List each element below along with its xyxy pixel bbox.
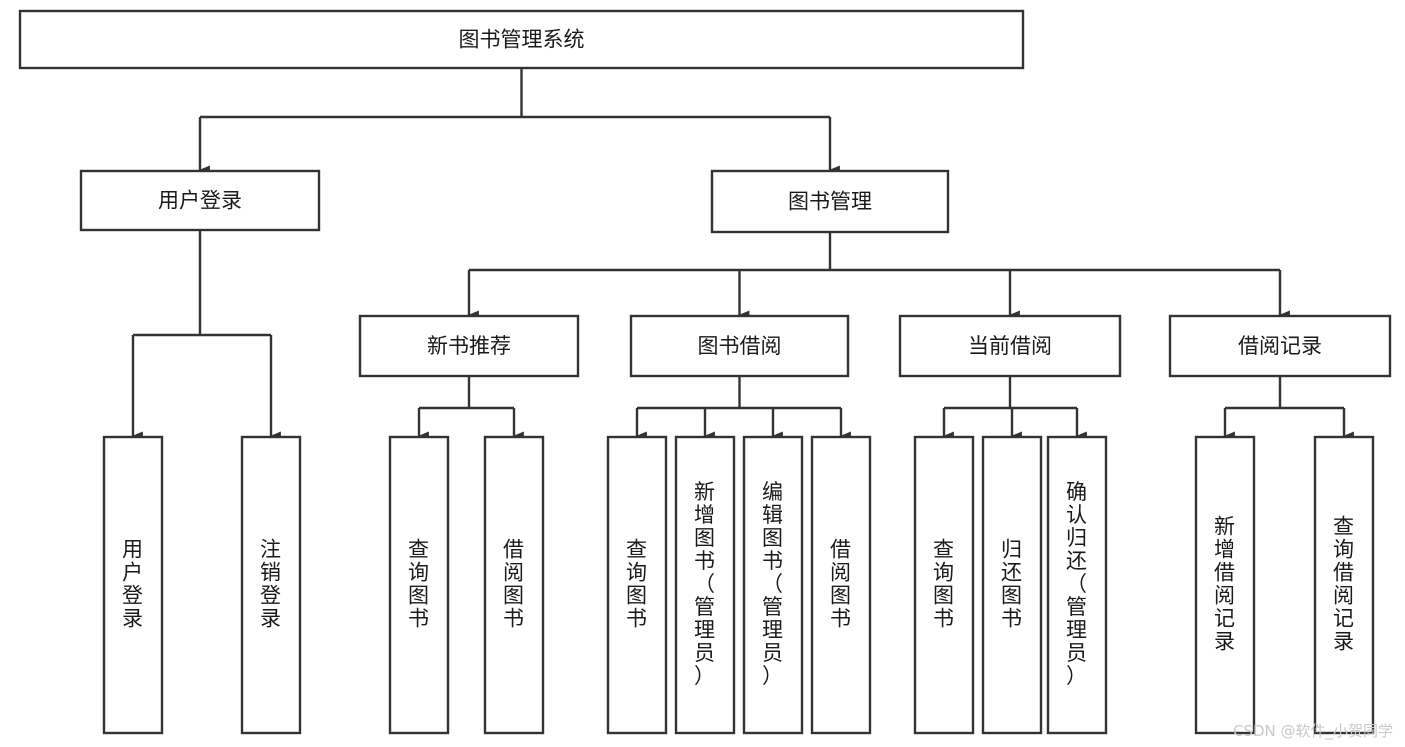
leaf-node-2-label: 查询图书	[408, 538, 430, 631]
leaf-node-3[interactable]: 借阅图书	[483, 435, 545, 735]
root-node-0-label: 图书管理系统	[459, 28, 585, 52]
leaf-node-8-box	[913, 435, 975, 735]
level3-node-2-label: 当前借阅	[968, 334, 1052, 358]
leaf-node-5-label: 新增图书（管理员）	[694, 480, 716, 688]
level2-node-0[interactable]: 用户登录	[79, 169, 321, 232]
leaf-node-12-label: 查询借阅记录	[1333, 515, 1355, 654]
level3-node-2[interactable]: 当前借阅	[898, 314, 1122, 378]
leaf-node-0[interactable]: 用户登录	[102, 435, 164, 735]
connector-layer	[131, 68, 1354, 441]
leaf-node-7[interactable]: 借阅图书	[810, 435, 872, 735]
level3-node-1-label: 图书借阅	[698, 334, 782, 358]
leaf-node-12-box	[1313, 435, 1375, 735]
leaf-node-1-label: 注销登录	[260, 538, 282, 631]
level3-node-3-label: 借阅记录	[1238, 334, 1322, 358]
leaf-node-10-label: 确认归还（管理员）	[1066, 480, 1088, 688]
leaf-node-10[interactable]: 确认归还（管理员）	[1046, 435, 1108, 735]
level3-node-0[interactable]: 新书推荐	[358, 314, 580, 378]
node-layer: 图书管理系统用户登录图书管理新书推荐图书借阅当前借阅借阅记录用户登录注销登录查询…	[18, 9, 1392, 735]
leaf-node-11[interactable]: 新增借阅记录	[1194, 435, 1256, 735]
level2-node-1[interactable]: 图书管理	[710, 169, 950, 234]
leaf-node-1[interactable]: 注销登录	[240, 435, 302, 735]
leaf-node-11-box	[1194, 435, 1256, 735]
leaf-node-2[interactable]: 查询图书	[388, 435, 450, 735]
leaf-node-9-label: 归还图书	[1001, 538, 1023, 631]
leaf-node-3-box	[483, 435, 545, 735]
leaf-node-9[interactable]: 归还图书	[981, 435, 1043, 735]
level2-node-0-box	[79, 169, 321, 232]
level3-node-0-box	[358, 314, 580, 378]
leaf-node-5-box	[674, 435, 736, 735]
leaf-node-8-label: 查询图书	[933, 538, 955, 631]
leaf-node-7-box	[810, 435, 872, 735]
leaf-node-4[interactable]: 查询图书	[606, 435, 668, 735]
leaf-node-0-box	[102, 435, 164, 735]
leaf-node-9-box	[981, 435, 1043, 735]
leaf-node-7-label: 借阅图书	[830, 538, 852, 631]
level3-node-1-box	[629, 314, 850, 378]
leaf-node-2-box	[388, 435, 450, 735]
level3-node-2-box	[898, 314, 1122, 378]
level3-node-0-label: 新书推荐	[427, 334, 511, 358]
leaf-node-4-box	[606, 435, 668, 735]
leaf-node-0-label: 用户登录	[122, 538, 144, 631]
leaf-node-3-label: 借阅图书	[503, 538, 525, 631]
leaf-node-1-box	[240, 435, 302, 735]
leaf-node-5[interactable]: 新增图书（管理员）	[674, 435, 736, 735]
leaf-node-10-box	[1046, 435, 1108, 735]
root-node-0[interactable]: 图书管理系统	[18, 9, 1025, 70]
leaf-node-6-box	[742, 435, 804, 735]
level3-node-3-box	[1168, 314, 1392, 378]
leaf-node-11-label: 新增借阅记录	[1214, 515, 1236, 654]
level3-node-3[interactable]: 借阅记录	[1168, 314, 1392, 378]
level2-node-0-label: 用户登录	[158, 189, 242, 213]
root-node-0-box	[18, 9, 1025, 70]
leaf-node-4-label: 查询图书	[626, 538, 648, 631]
leaf-node-6[interactable]: 编辑图书（管理员）	[742, 435, 804, 735]
level2-node-1-label: 图书管理	[788, 190, 872, 214]
level3-node-1[interactable]: 图书借阅	[629, 314, 850, 378]
leaf-node-6-label: 编辑图书（管理员）	[762, 480, 784, 688]
level2-node-1-box	[710, 169, 950, 234]
leaf-node-8[interactable]: 查询图书	[913, 435, 975, 735]
leaf-node-12[interactable]: 查询借阅记录	[1313, 435, 1375, 735]
